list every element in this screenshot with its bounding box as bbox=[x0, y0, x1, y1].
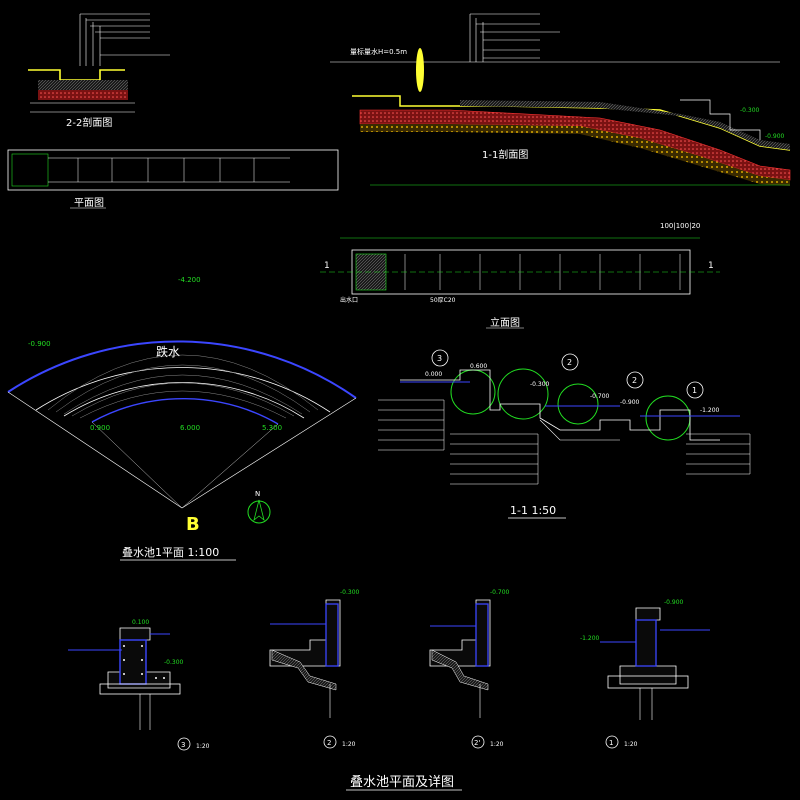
fan-label: 跌水 bbox=[156, 344, 180, 359]
section-1-1-title: 1-1剖面图 bbox=[482, 148, 528, 161]
detail-marker-icon bbox=[605, 735, 619, 749]
fan-elev-inner-left: 0.900 bbox=[90, 424, 110, 432]
section-marker-label: 3 bbox=[437, 354, 442, 363]
fan-elev-top: -4.200 bbox=[178, 276, 201, 284]
section-marker bbox=[431, 349, 449, 367]
section-marker bbox=[686, 381, 704, 399]
elevation-note-left: 50厚C20 bbox=[430, 297, 456, 304]
elevation-tag: 100|100|20 bbox=[660, 222, 700, 230]
detail-marker-icon bbox=[177, 737, 191, 751]
detail-2-prime: -0.700 2' 1:20 bbox=[429, 589, 510, 749]
detail-marker: 2 bbox=[327, 739, 331, 747]
drawing-title: 叠水池平面及详图 bbox=[350, 775, 454, 790]
detail-scale: 1:20 bbox=[196, 743, 210, 750]
plan-strip-title: 平面图 bbox=[74, 197, 104, 209]
elev-label: -0.900 bbox=[620, 399, 640, 406]
section-marker-label: 1 bbox=[692, 386, 697, 395]
plan-marker: B bbox=[186, 514, 200, 535]
north-arrow-icon bbox=[247, 500, 271, 524]
elevation-view: 100|100|20 1 1 50厚C20 出水口 立面图 bbox=[320, 222, 720, 329]
pool-section-1-1: 3 2 2 1 0.000 0.600 -0.300 -0.700 -1.200… bbox=[378, 349, 751, 519]
elev-label: -1.200 bbox=[700, 407, 720, 414]
pool-plan-fan: 跌水 -4.200 -0.900 0.900 6.000 5.300 B N 叠… bbox=[7, 276, 357, 561]
pool-section-title: 1-1 1:50 bbox=[510, 504, 556, 517]
elev-label: -0.900 bbox=[765, 133, 785, 140]
elevation-note-bottom: 出水口 bbox=[340, 296, 358, 304]
detail-elev-top: -0.900 bbox=[664, 599, 684, 606]
detail-marker-icon bbox=[471, 735, 485, 749]
section-marker bbox=[561, 353, 579, 371]
fountain-jet-icon bbox=[416, 48, 424, 92]
detail-scale: 1:20 bbox=[490, 741, 504, 748]
elevation-tag-right: 1 bbox=[708, 261, 714, 271]
detail-marker: 2' bbox=[474, 739, 480, 747]
elev-label: -0.300 bbox=[530, 381, 550, 388]
elevation-title: 立面图 bbox=[490, 316, 520, 329]
elev-label: 0.600 bbox=[470, 363, 487, 370]
pool-plan-title: 叠水池1平面 1:100 bbox=[122, 546, 219, 559]
elevation-tag-left: 1 bbox=[324, 261, 330, 271]
fan-elev-left: -0.900 bbox=[28, 340, 51, 348]
detail-elev-top: -0.300 bbox=[340, 589, 360, 596]
detail-elev-top: 0.100 bbox=[132, 619, 149, 626]
fan-elev-inner-right: 5.300 bbox=[262, 424, 282, 432]
detail-1: -0.900 -1.200 1 1:20 bbox=[580, 599, 710, 749]
detail-marker-icon bbox=[323, 735, 337, 749]
fan-elev-inner-mid: 6.000 bbox=[180, 424, 200, 432]
detail-elev-top: -0.700 bbox=[490, 589, 510, 596]
detail-scale: 1:20 bbox=[342, 741, 356, 748]
detail-marker: 3 bbox=[181, 741, 185, 749]
detail-elev-water: -1.200 bbox=[580, 635, 600, 642]
section-1-1-head-note: 量标量水H=0.5m bbox=[350, 47, 407, 56]
section-2-2-title: 2-2剖面图 bbox=[66, 116, 112, 129]
detail-scale: 1:20 bbox=[624, 741, 638, 748]
detail-2: -0.300 2 1:20 bbox=[269, 589, 360, 749]
detail-elev-water: -0.300 bbox=[164, 659, 184, 666]
elev-label: -0.300 bbox=[740, 107, 760, 114]
section-marker bbox=[626, 371, 644, 389]
detail-3: 0.100 -0.300 3 1:20 bbox=[68, 619, 210, 751]
section-2-2: 2-2剖面图 bbox=[28, 13, 170, 129]
elev-label: 0.000 bbox=[425, 371, 442, 378]
section-marker-label: 2 bbox=[632, 376, 637, 385]
north-label: N bbox=[255, 490, 260, 498]
plan-strip: 平面图 bbox=[7, 149, 339, 209]
section-1-1: 量标量水H=0.5m -0.300 -0.900 1-1剖面图 bbox=[330, 13, 791, 186]
section-marker-label: 2 bbox=[567, 358, 572, 367]
detail-marker: 1 bbox=[609, 739, 613, 747]
elev-label: -0.700 bbox=[590, 393, 610, 400]
